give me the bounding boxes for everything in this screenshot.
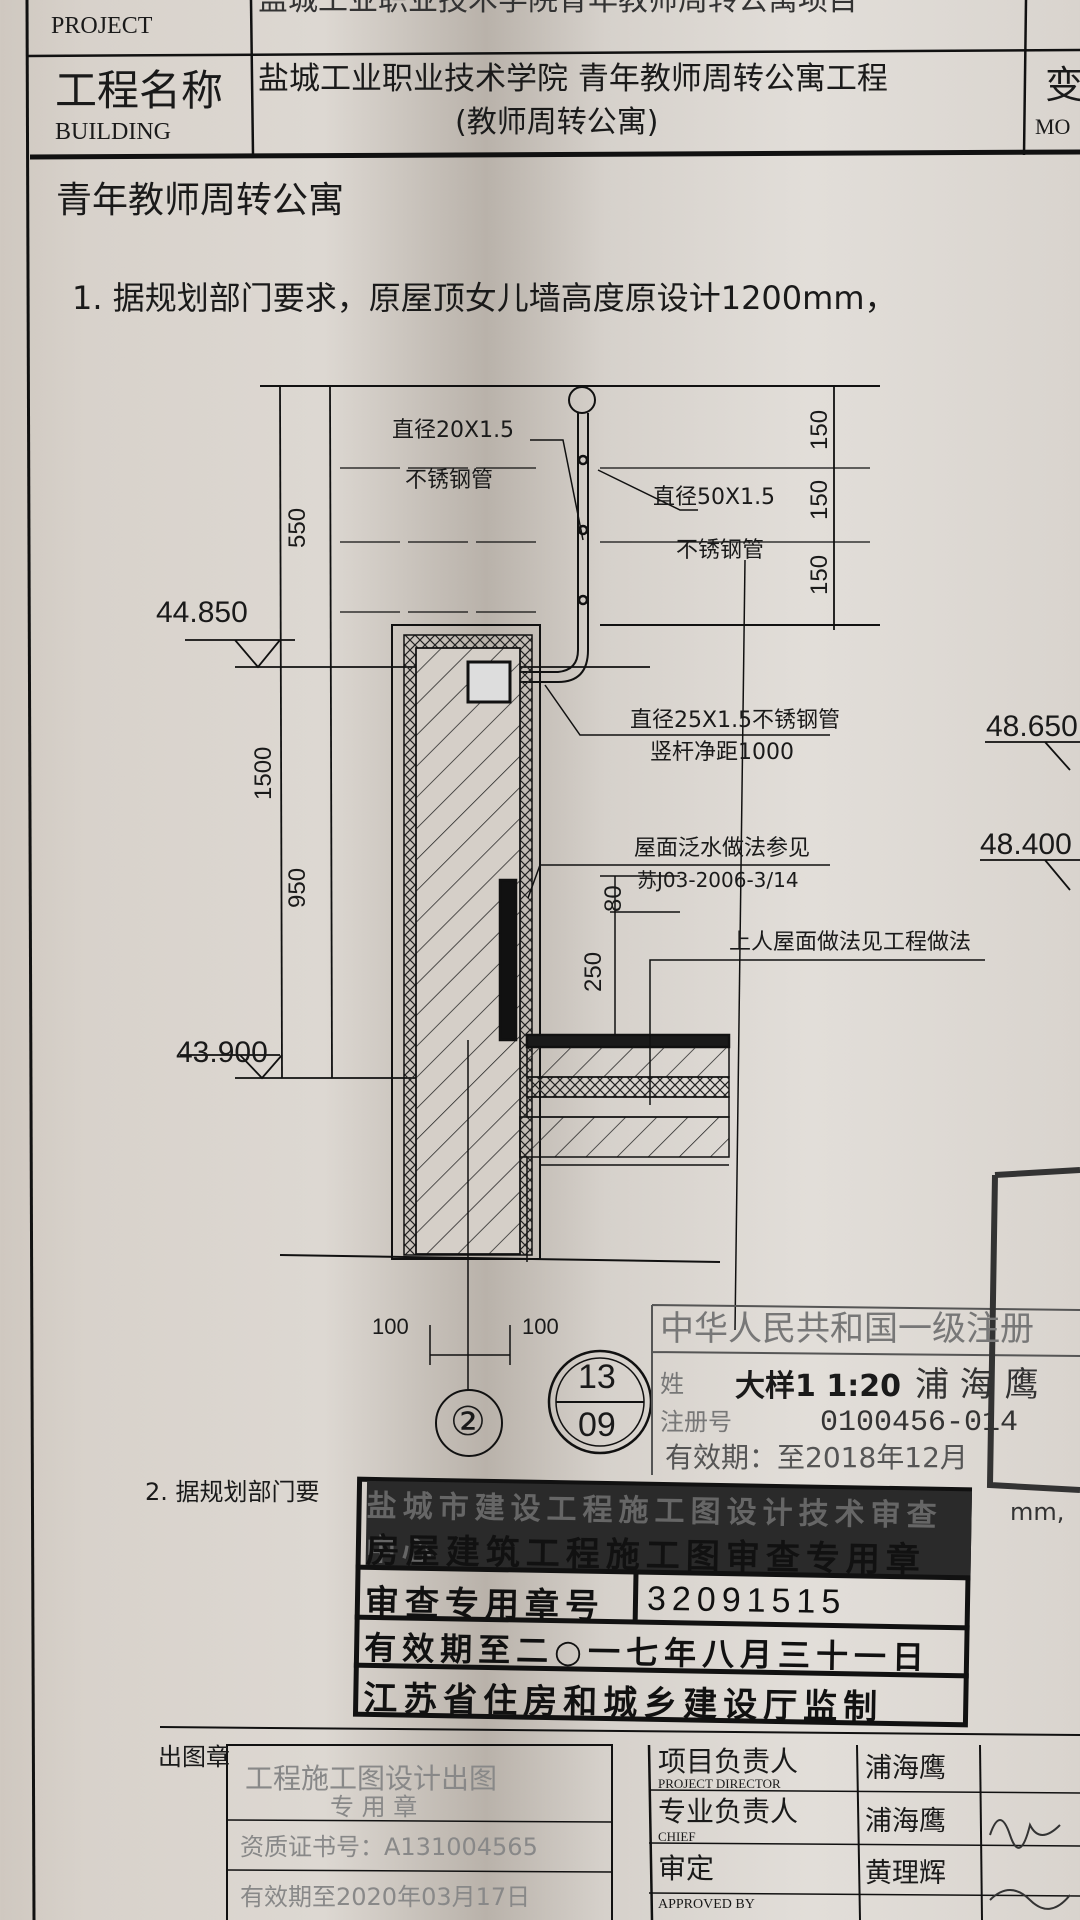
- seal-label: 出图章: [158, 1743, 230, 1771]
- reg-number: 0100456-014: [820, 1406, 1019, 1440]
- elevation-43900: 43.900: [176, 1036, 268, 1069]
- director-label: 项目负责人: [658, 1745, 799, 1778]
- chief-name: 浦海鹰: [865, 1806, 946, 1837]
- approved-label-en: APPROVED BY: [658, 1897, 755, 1912]
- seal-line1: 工程施工图设计出图: [245, 1762, 498, 1795]
- axis-marker: ②: [450, 1399, 486, 1445]
- approved-label: 审定: [658, 1852, 715, 1885]
- reg-no-label: 注册号: [660, 1408, 732, 1436]
- dim-80: 80: [600, 885, 627, 912]
- dim-150-top: 150: [806, 409, 833, 450]
- label-flashing: 屋面泛水做法参见: [634, 836, 811, 861]
- chief-label: 专业负责人: [658, 1795, 799, 1828]
- dim-100-right: 100: [522, 1314, 559, 1339]
- label-pipe25: 直径25X1.5不锈钢管: [630, 708, 841, 733]
- dim-950: 950: [284, 867, 311, 908]
- dim-250: 250: [580, 951, 607, 992]
- label-pipe20-material: 不锈钢管: [405, 468, 494, 493]
- label-flashing-ref: 苏J03-2006-3/14: [637, 868, 799, 892]
- unit-text: mm,: [1010, 1498, 1065, 1526]
- seal-line4: 有效期至2020年03月17日: [240, 1883, 531, 1911]
- building-value-line1: 盐城工业职业技术学院 青年教师周转公寓工程: [258, 61, 888, 97]
- detail-title: 大样1 1:20: [735, 1369, 901, 1404]
- project-label-en: PROJECT: [51, 13, 153, 39]
- detail-number: 13: [578, 1358, 616, 1396]
- label-pipe50-material: 不锈钢管: [676, 538, 765, 563]
- label-pipe20: 直径20X1.5: [392, 418, 515, 443]
- building-value-line2: (教师周转公寓): [455, 105, 659, 140]
- note-1: 1. 据规划部门要求，原屋顶女儿墙高度原设计1200mm，: [72, 279, 897, 317]
- label-pipe25-spacing: 竖杆净距1000: [650, 740, 794, 765]
- review-stamp-l5: 江苏省住房和城乡建设厅监制: [362, 1678, 884, 1728]
- sheet-number: 09: [578, 1406, 616, 1444]
- dim-150-mid: 150: [806, 479, 833, 520]
- reg-stamp-line1: 中华人民共和国一级注册: [660, 1309, 1034, 1349]
- dim-550: 550: [284, 507, 311, 548]
- reg-valid: 有效期：至2018年12月: [665, 1441, 968, 1474]
- director-label-en: PROJECT DIRECTOR: [658, 1776, 781, 1791]
- reg-name: 浦 海 鹰: [915, 1365, 1039, 1405]
- director-name: 浦海鹰: [865, 1753, 946, 1784]
- right-col-partial-en: MO: [1035, 114, 1071, 139]
- elevation-44850: 44.850: [156, 596, 248, 629]
- review-stamp-number: 32091515: [646, 1579, 847, 1622]
- reg-name-label: 姓: [660, 1370, 684, 1398]
- building-label-en: BUILDING: [55, 119, 171, 145]
- seal-line3: 资质证书号：A131004565: [240, 1833, 538, 1861]
- note-2: 2. 据规划部门要: [145, 1478, 320, 1506]
- dim-150-bottom: 150: [806, 554, 833, 595]
- building-label: 工程名称: [55, 66, 224, 115]
- chief-label-en: CHIEF: [658, 1829, 696, 1844]
- label-roof: 上人屋面做法见工程做法: [729, 930, 972, 955]
- page-title: 青年教师周转公寓: [56, 180, 345, 221]
- review-stamp: 盐城市建设工程施工图设计技术审查中心 房屋建筑工程施工图审查专用章 审查专用章号…: [352, 1476, 973, 1728]
- elevation-48650: 48.650: [986, 710, 1078, 743]
- label-pipe50: 直径50X1.5: [653, 485, 776, 510]
- elevation-48400: 48.400: [980, 828, 1072, 861]
- right-col-partial: 变: [1045, 63, 1080, 107]
- dim-100-left: 100: [372, 1314, 409, 1339]
- approved-name: 黄理辉: [865, 1858, 946, 1889]
- seal-line2: 专 用 章: [330, 1793, 418, 1821]
- dim-1500: 1500: [250, 746, 277, 800]
- project-value: 盐城工业职业技术学院青年教师周转公寓项目: [258, 0, 858, 18]
